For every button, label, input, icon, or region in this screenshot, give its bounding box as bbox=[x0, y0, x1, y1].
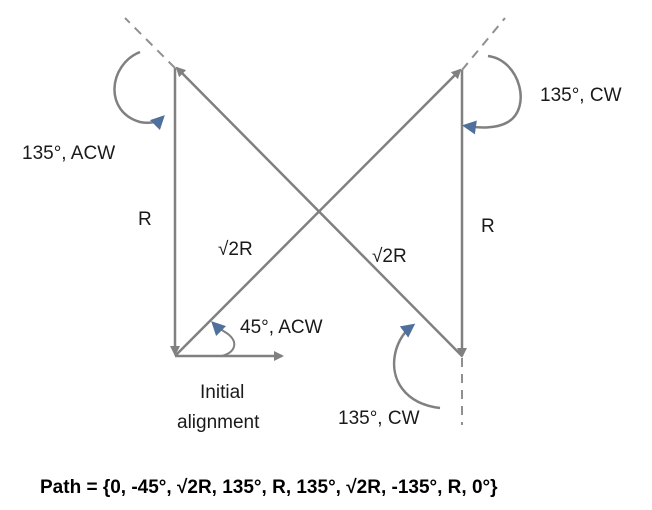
dashed-extension-top-left bbox=[124, 17, 176, 69]
label-initial-turn: 45°, ACW bbox=[240, 317, 323, 338]
path-summary: Path = {0, -45°, √2R, 135°, R, 135°, √2R… bbox=[40, 477, 498, 498]
label-right-turn-bottom: 135°, CW bbox=[338, 408, 420, 429]
label-diag-right: √2R bbox=[372, 246, 407, 267]
dashed-extension-top-right bbox=[461, 17, 506, 71]
label-right-side: R bbox=[481, 216, 495, 237]
turn-arc-initial bbox=[211, 321, 236, 357]
diagonal-up-arrow bbox=[174, 68, 462, 357]
diagonal-down-arrow bbox=[175, 66, 463, 357]
turn-arc-top-right bbox=[462, 54, 522, 135]
label-initial-line1: Initial bbox=[200, 382, 244, 403]
label-left-side: R bbox=[138, 209, 152, 230]
turn-arc-bottom-right bbox=[392, 323, 441, 410]
turn-arc-top-left bbox=[113, 50, 165, 131]
label-left-turn: 135°, ACW bbox=[22, 143, 115, 164]
label-initial-line2: alignment bbox=[177, 412, 260, 433]
label-diag-left: √2R bbox=[218, 239, 253, 260]
label-right-turn-top: 135°, CW bbox=[540, 85, 622, 106]
